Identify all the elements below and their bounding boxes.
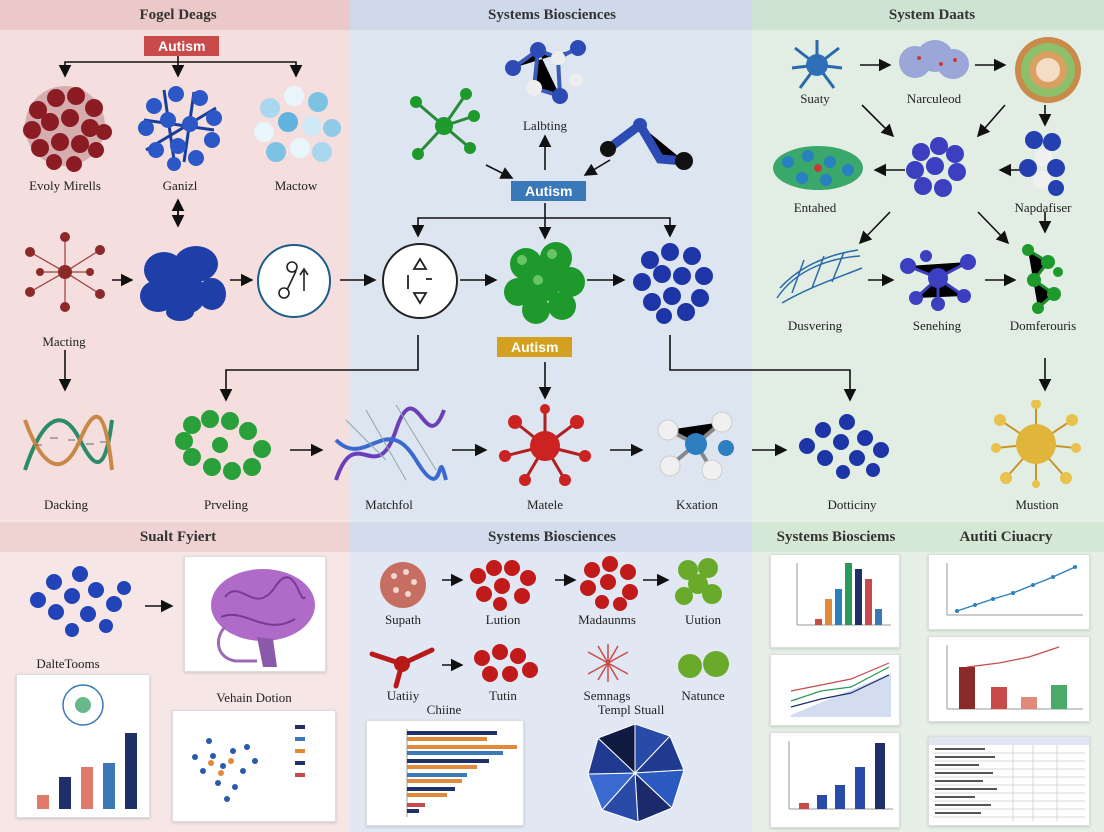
label-daltetooms: DalteToo​ms [36, 656, 99, 672]
red-bead-cluster-icon [466, 556, 542, 612]
label-lalbting: Lalbting [523, 118, 567, 134]
label-madaunms: Madaunms [578, 612, 636, 628]
vertical-bar-chart-card [770, 554, 900, 648]
label-macting: Macting [42, 334, 85, 350]
label-dotticiny: Dotticiny [827, 497, 876, 513]
label-suaty: Suaty [800, 91, 830, 107]
horizontal-bar-chart-mini [367, 721, 523, 825]
autism-badge: Autism [144, 36, 219, 56]
green-sphere-cluster-icon [674, 554, 724, 610]
red-protein-cluster-icon [18, 80, 113, 172]
multi-line-chart-card [770, 654, 900, 726]
gold-spiky-particle-icon [990, 400, 1082, 488]
green-chain-molecule-icon [1018, 240, 1068, 314]
red-sphere-texture-icon [376, 560, 430, 610]
line-chart-mini [771, 655, 899, 725]
label-matchfol: Matchfol [365, 497, 413, 513]
purple-ball-network-icon [896, 246, 982, 312]
lilac-nanoparticle-icon [897, 38, 971, 82]
brain-icon [185, 557, 325, 671]
blue-white-chain-icon [1016, 128, 1072, 198]
label-mustion: Mustion [1015, 497, 1058, 513]
red-bead-cluster-icon [470, 642, 540, 688]
label-napdafiser: Napdafiser [1014, 200, 1071, 216]
red-twisted-molecule-icon [366, 640, 438, 690]
red-snowflake-molecule-icon [580, 640, 636, 686]
navy-globular-protein-icon [134, 240, 230, 322]
label-kxation: Kxation [676, 497, 718, 513]
bar-trend-mini [929, 637, 1089, 721]
triangle-node-icon [380, 241, 460, 321]
vertical-bar-chart-mini [771, 555, 899, 647]
green-ball-stick-icon [406, 88, 482, 164]
white-blue-molecule-icon [652, 404, 740, 486]
blue-bead-cluster-icon [630, 240, 714, 324]
green-loop-protein-icon [172, 405, 282, 485]
label-tutin: Tutin [489, 688, 517, 704]
radar-segment-chart [582, 718, 688, 828]
data-table-card [928, 736, 1090, 826]
blue-star-molecule-icon [790, 38, 844, 92]
trend-line-chart-card [928, 554, 1090, 630]
label-senehing: Senehing [913, 318, 961, 334]
rising-bar-chart-card [770, 732, 900, 828]
autism-badge: Autism [511, 181, 586, 201]
trend-line-mini [929, 555, 1089, 629]
label-supath: Supath [385, 612, 421, 628]
purple-bead-sphere-icon [905, 136, 969, 200]
dot-cluster-chart [173, 711, 335, 821]
label-templ-stuall: Templ Stuall [598, 702, 665, 718]
green-sphere-pair-icon [676, 646, 734, 686]
bar-chart-card [16, 674, 150, 818]
bar-chart-mini [17, 675, 149, 817]
label-dusvering: Dusvering [788, 318, 842, 334]
label-uatiiy: Uatiiy [387, 688, 420, 704]
network-node-icon [256, 243, 332, 319]
red-ball-stick-icon [495, 404, 595, 486]
blue-mesh-sheet-icon [772, 248, 864, 306]
brain-image-card [184, 556, 326, 672]
horizontal-bar-chart-card [366, 720, 524, 826]
blue-white-molecule-icon [498, 38, 598, 110]
label-lution: Lution [486, 612, 521, 628]
bar-trend-chart-card [928, 636, 1090, 722]
green-protein-surface-icon [768, 140, 868, 196]
label-mactow: Mactow [275, 178, 318, 194]
data-table-mini [929, 737, 1089, 825]
ring-cross-section-icon [1012, 34, 1084, 106]
label-prveling: Prveling [204, 497, 248, 513]
label-natunce: Natunce [681, 688, 724, 704]
label-ganizl: Ganizl [163, 178, 198, 194]
dna-ribbon-structure-icon [326, 400, 452, 492]
blue-black-dumbbell-icon [600, 115, 696, 177]
label-entahed: Entahed [794, 200, 837, 216]
dna-double-helix-icon [20, 400, 115, 480]
blue-bead-network-icon [795, 408, 895, 484]
label-evoly-mirells: Evoly Mirells [29, 178, 101, 194]
label-matele: Matele [527, 497, 563, 513]
red-bead-cluster-icon [578, 554, 642, 612]
blue-protein-cluster-icon [134, 80, 226, 172]
rising-bar-chart-mini [771, 733, 899, 827]
label-uution: Uution [685, 612, 721, 628]
autism-badge: Autism [497, 337, 572, 357]
label-vehain-dotion: Vehain Dotion [216, 690, 291, 706]
label-narculeod: Narculeod [907, 91, 961, 107]
green-globular-protein-icon [500, 236, 586, 326]
blue-globular-network-icon [22, 560, 140, 646]
scatter-legend-card [172, 710, 336, 822]
light-blue-cluster-icon [250, 80, 342, 172]
label-dacking: Dacking [44, 497, 88, 513]
label-chiine: Chiine [427, 702, 462, 718]
red-network-molecule-icon [20, 232, 110, 312]
label-domferouris: Domferouris [1010, 318, 1076, 334]
